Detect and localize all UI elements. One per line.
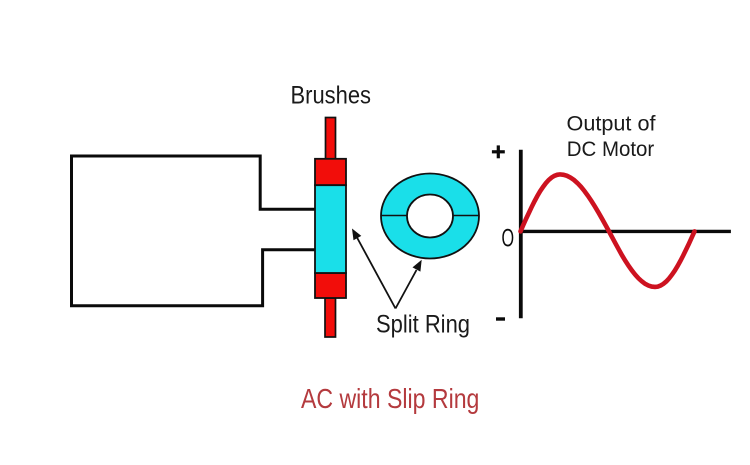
- svg-text:Brushes: Brushes: [291, 82, 372, 110]
- svg-text:O: O: [502, 224, 515, 252]
- svg-text:DC Motor: DC Motor: [567, 138, 655, 161]
- svg-text:AC with Slip Ring: AC with Slip Ring: [301, 383, 479, 414]
- svg-text:Split Ring: Split Ring: [376, 310, 470, 338]
- svg-text:Output of: Output of: [567, 112, 656, 135]
